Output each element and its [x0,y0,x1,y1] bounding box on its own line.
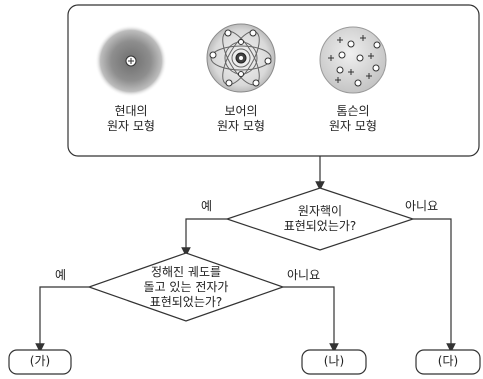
decision-2-diamond [87,252,285,322]
result-a-label: (가) [29,354,51,368]
bohr-model-label-line2: 원자 모형 [217,119,265,133]
question-2-line3: 표현되었는가? [149,295,223,309]
question-1-line2: 표현되었는가? [283,219,357,233]
bohr-atom-icon [206,23,276,93]
question-2-text: 정해진 궤도를 돌고 있는 전자가 표현되었는가? [131,265,241,310]
question-2-line2: 돌고 있는 전자가 [143,280,229,294]
bohr-model-label: 보어의 원자 모형 [196,104,286,134]
result-c-label: (다) [437,354,459,368]
result-b-label: (나) [323,354,345,368]
result-box-a [8,349,72,375]
result-box-b [301,349,367,375]
decision-1-diamond [225,187,415,251]
question-1-text: 원자핵이 표현되었는가? [270,204,370,234]
modern-atom-icon [95,25,167,97]
bohr-model-label-line1: 보어의 [224,104,258,118]
modern-model-label-line1: 현대의 [114,104,148,118]
thomson-model-label-line1: 톰슨의 [336,104,370,118]
question-1-line1: 원자핵이 [297,204,343,218]
modern-model-label: 현대의 원자 모형 [86,104,176,134]
modern-model-label-line2: 원자 모형 [107,119,155,133]
result-box-c [415,349,481,375]
q2-yes-label: 예 [55,268,67,282]
thomson-model-label: 톰슨의 원자 모형 [308,104,398,134]
q1-yes-label: 예 [201,199,213,213]
q1-no-label: 아니요 [405,199,439,213]
thomson-model-label-line2: 원자 모형 [329,119,377,133]
q2-no-label: 아니요 [287,268,321,282]
thomson-atom-icon [319,26,387,94]
question-2-line1: 정해진 궤도를 [150,265,222,279]
